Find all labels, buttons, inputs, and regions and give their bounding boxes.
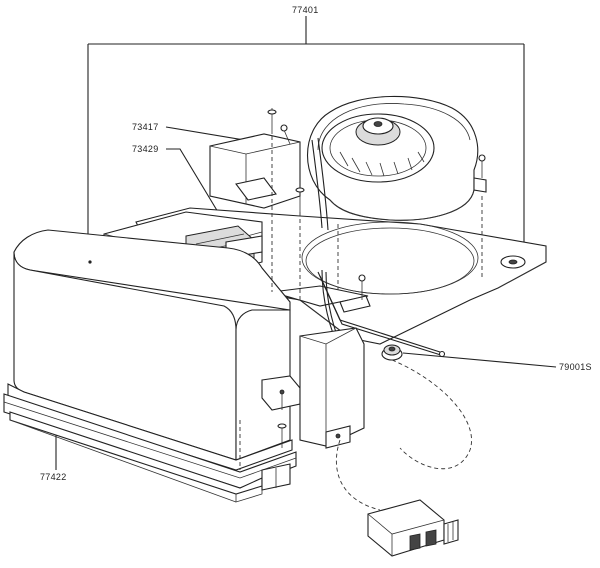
label-bracket: 73429	[132, 144, 159, 154]
main-housing	[3, 229, 301, 503]
label-shield: 73417	[132, 122, 159, 132]
assembly-dashed-lines	[239, 136, 483, 511]
label-grommet: 79001S	[559, 362, 592, 372]
label-assembly: 77401	[292, 5, 319, 15]
cover-shield	[209, 108, 305, 212]
blower-fan	[306, 95, 487, 221]
grommet	[339, 274, 403, 361]
connector-plug	[367, 499, 459, 557]
label-base: 77422	[40, 472, 67, 482]
terminal-plate	[277, 327, 365, 449]
